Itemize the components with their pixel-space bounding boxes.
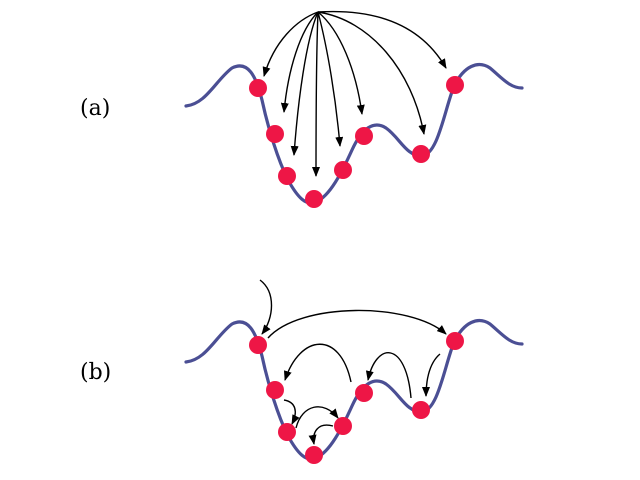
panel-a-arrow-to-node-2 bbox=[280, 11, 319, 113]
panel-a bbox=[184, 10, 524, 208]
panel-a-arrow-to-node-6 bbox=[317, 11, 365, 115]
panel-b-node-4 bbox=[305, 446, 323, 464]
panel-b-node-6 bbox=[355, 384, 373, 402]
panel-a-arrow-to-node-1 bbox=[262, 11, 319, 77]
panel-b-nodes bbox=[249, 332, 464, 464]
panel-b bbox=[184, 279, 524, 464]
panel-b-arrow-node-8-to-node-7 bbox=[422, 353, 441, 397]
panel-b-node-8 bbox=[446, 332, 464, 350]
panel-a-arrows bbox=[262, 10, 447, 177]
panel-b-landscape-curve bbox=[184, 319, 524, 461]
panel-b-arrow-node-2-to-node-3 bbox=[283, 399, 300, 425]
panel-b-arrow-node-6-to-node-2 bbox=[283, 343, 352, 383]
panel-a-node-1 bbox=[249, 79, 267, 97]
panel-b-node-2 bbox=[266, 381, 284, 399]
panel-a-node-3 bbox=[278, 167, 296, 185]
panel-b-node-1 bbox=[249, 336, 267, 354]
panel-b-arrow-entry bbox=[259, 279, 273, 335]
panel-a-node-2 bbox=[266, 125, 284, 143]
panel-a-landscape-curve bbox=[184, 63, 524, 205]
panel-b-node-3 bbox=[278, 423, 296, 441]
panel-a-arrow-to-node-4 bbox=[312, 11, 321, 177]
panel-a-arrow-to-node-3 bbox=[290, 11, 319, 156]
panel-b-arrow-node-1-to-node-8 bbox=[267, 309, 447, 339]
panel-b-arrow-node-3-to-node-5 bbox=[295, 406, 339, 429]
panel-a-node-6 bbox=[355, 127, 373, 145]
panel-b-arrows bbox=[259, 279, 447, 445]
panel-a-node-5 bbox=[334, 161, 352, 179]
panel-a-arrow-to-node-7 bbox=[317, 11, 427, 135]
panel-b-arrow-node-7-to-node-6 bbox=[365, 352, 412, 399]
panel-b-node-5 bbox=[334, 417, 352, 435]
panel-a-node-8 bbox=[446, 76, 464, 94]
panel-a-node-4 bbox=[305, 190, 323, 208]
panel-a-node-7 bbox=[412, 145, 430, 163]
panel-a-nodes bbox=[249, 76, 464, 208]
panel-a-arrow-to-node-5 bbox=[317, 11, 344, 147]
panel-a-arrow-to-node-8 bbox=[317, 10, 447, 69]
panel-b-label: (b) bbox=[80, 360, 112, 385]
panel-b-arrow-node-5-to-node-4 bbox=[308, 424, 334, 445]
panel-b-node-7 bbox=[412, 401, 430, 419]
panel-a-label: (a) bbox=[80, 96, 111, 121]
